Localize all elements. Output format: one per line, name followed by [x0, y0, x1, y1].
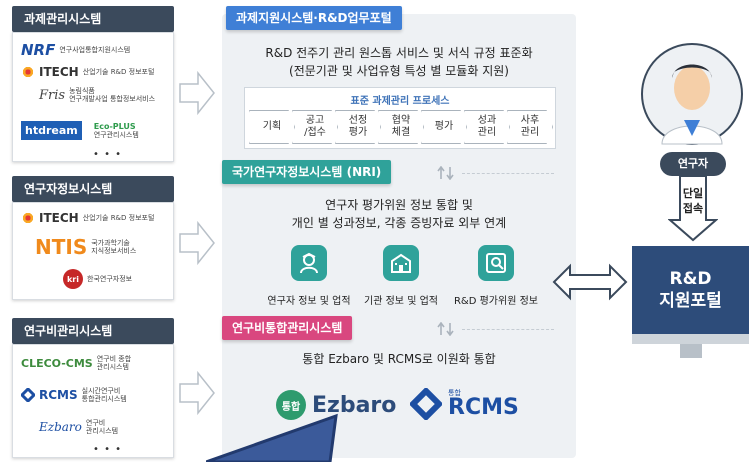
left-header-funding: 연구비관리시스템 [12, 318, 174, 344]
institution-info-icon [383, 245, 419, 281]
process-step: 선정 평가 [335, 110, 381, 144]
process-step: 평가 [421, 110, 467, 144]
left-header-researcher: 연구자정보시스템 [12, 176, 174, 202]
logo-ntis: NTIS 국가과학기술 지식정보서비스 [35, 235, 137, 259]
divider [462, 173, 554, 174]
more-dots: • • • [93, 444, 123, 455]
tag-project-support: 과제지원시스템·R&D업무포털 [226, 6, 402, 30]
logo-rcms: RCMS 실시간연구비 통합관리시스템 [21, 387, 127, 403]
rnd-portal-screen: R&D 지원포털 [632, 246, 749, 334]
left-header-project: 과제관리시스템 [12, 6, 174, 32]
rcms-mark-icon [21, 388, 35, 403]
left-panel-project: NRF 연구사업통합지원시스템 ITECH 산업기술 R&D 정보포털 Fris… [12, 32, 174, 162]
single-access-text: 단일 접속 [682, 187, 704, 215]
feature-evaluator-label: R&D 평가위원 정보 [453, 296, 538, 307]
process-step: 성과 관리 [464, 110, 510, 144]
itech-mark-icon [21, 67, 35, 77]
logo-ezbaro: Ezbaro 연구비 관리시스템 [39, 419, 119, 436]
process-step: 사후 관리 [507, 110, 553, 144]
process-title: 표준 과제관리 프로세스 [350, 96, 450, 107]
process-step: 공고 /접수 [292, 110, 338, 144]
rcms-logo: 통합 RCMS [410, 388, 519, 420]
researcher-avatar-icon [641, 43, 743, 145]
tag-funding: 연구비통합관리시스템 [222, 316, 353, 340]
pointer-overlay-icon [206, 413, 338, 462]
process-step: 협약 체결 [378, 110, 424, 144]
rcms-diamond-icon [410, 388, 442, 420]
bidirectional-arrow-icon [552, 263, 628, 301]
arrow-down-icon [668, 176, 718, 242]
desc-funding: 통합 Ezbaro 및 RCMS로 이원화 통합 [302, 352, 496, 366]
logo-itech: ITECH 산업기술 R&D 정보포털 [21, 65, 154, 79]
arrow-right-icon [179, 370, 215, 416]
itech-mark-icon [21, 213, 35, 223]
left-panel-researcher: ITECH 산업기술 R&D 정보포털 NTIS 국가과학기술 지식정보서비스 … [12, 202, 174, 300]
monitor-stand [680, 344, 702, 358]
evaluator-info-icon [478, 245, 514, 281]
monitor-base [632, 334, 749, 344]
logo-itech-2: ITECH 산업기술 R&D 정보포털 [21, 211, 154, 225]
researcher-info-icon [291, 245, 327, 281]
desc-project-support-2: (전문기관 및 사업유형 특성 별 모듈화 지원) [289, 64, 509, 78]
feature-institution-label: 기관 정보 및 업적 [364, 296, 438, 307]
desc-nri-1: 연구자 평가위원 정보 통합 및 [325, 198, 473, 212]
logo-htdream: htdream Eco-PLUS 연구관리시스템 [21, 121, 139, 140]
sync-arrows-icon [437, 166, 454, 180]
ezbaro-logo: 통합 Ezbaro [276, 390, 396, 420]
more-dots: • • • [93, 149, 123, 160]
logo-cleco: CLECO-CMS 연구비 종합 관리시스템 [21, 355, 132, 372]
arrow-right-icon [179, 220, 215, 266]
left-panel-funding: CLECO-CMS 연구비 종합 관리시스템 RCMS 실시간연구비 통합관리시… [12, 344, 174, 458]
sync-arrows-icon [437, 322, 454, 336]
feature-researcher-label: 연구자 정보 및 업적 [267, 296, 351, 307]
divider [462, 329, 554, 330]
desc-nri-2: 개인 별 성과정보, 각종 증빙자료 외부 연계 [291, 216, 507, 230]
logo-nrf: NRF 연구사업통합지원시스템 [21, 41, 131, 59]
arrow-right-icon [179, 70, 215, 116]
desc-project-support-1: R&D 전주기 관리 원스톱 서비스 및 서식 규정 표준화 [265, 46, 533, 60]
tag-nri: 국가연구자정보시스템 (NRI) [222, 160, 392, 184]
process-box: 표준 과제관리 프로세스 기획 공고 /접수 선정 평가 협약 체결 평가 성과… [244, 87, 556, 149]
logo-kri: kri 한국연구자정보 [63, 269, 132, 289]
process-step: 기획 [249, 110, 295, 144]
researcher-label: 연구자 [660, 152, 726, 176]
